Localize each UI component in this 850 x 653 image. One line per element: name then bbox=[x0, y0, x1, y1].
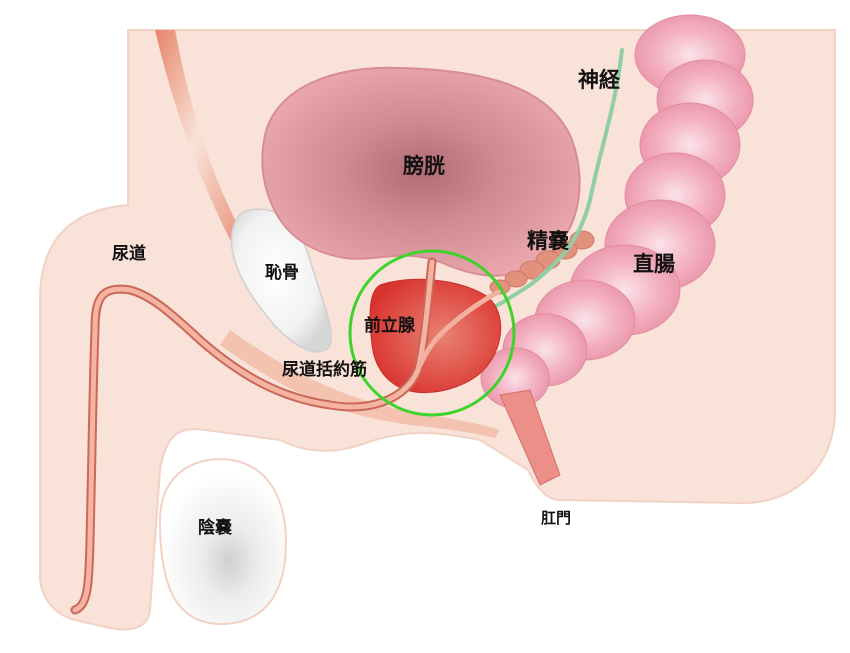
label-seminal-vesicle: 精嚢 bbox=[527, 229, 569, 253]
anal-canal bbox=[499, 389, 561, 486]
label-bladder: 膀胱 bbox=[403, 154, 445, 178]
prostate-highlight-ring bbox=[348, 249, 516, 417]
label-pubic-bone: 恥骨 bbox=[265, 263, 299, 283]
label-anus: 肛門 bbox=[541, 509, 572, 527]
rectum-shape bbox=[480, 14, 754, 409]
label-nerve: 神経 bbox=[578, 68, 620, 92]
pubic-bone-shape bbox=[230, 208, 332, 353]
ejaculatory-duct bbox=[417, 289, 501, 368]
sphincter-band bbox=[220, 330, 500, 438]
nerve-line bbox=[453, 48, 624, 332]
label-rectum: 直腸 bbox=[633, 252, 675, 276]
label-prostate: 前立腺 bbox=[364, 316, 415, 336]
label-urethral-sphincter: 尿道括約筋 bbox=[282, 360, 367, 380]
label-scrotum: 陰嚢 bbox=[198, 518, 232, 538]
label-urethra: 尿道 bbox=[112, 244, 146, 264]
prostate-shape bbox=[369, 278, 502, 394]
scrotum-shape bbox=[158, 458, 287, 626]
pubic-symphysis-band bbox=[155, 30, 252, 258]
